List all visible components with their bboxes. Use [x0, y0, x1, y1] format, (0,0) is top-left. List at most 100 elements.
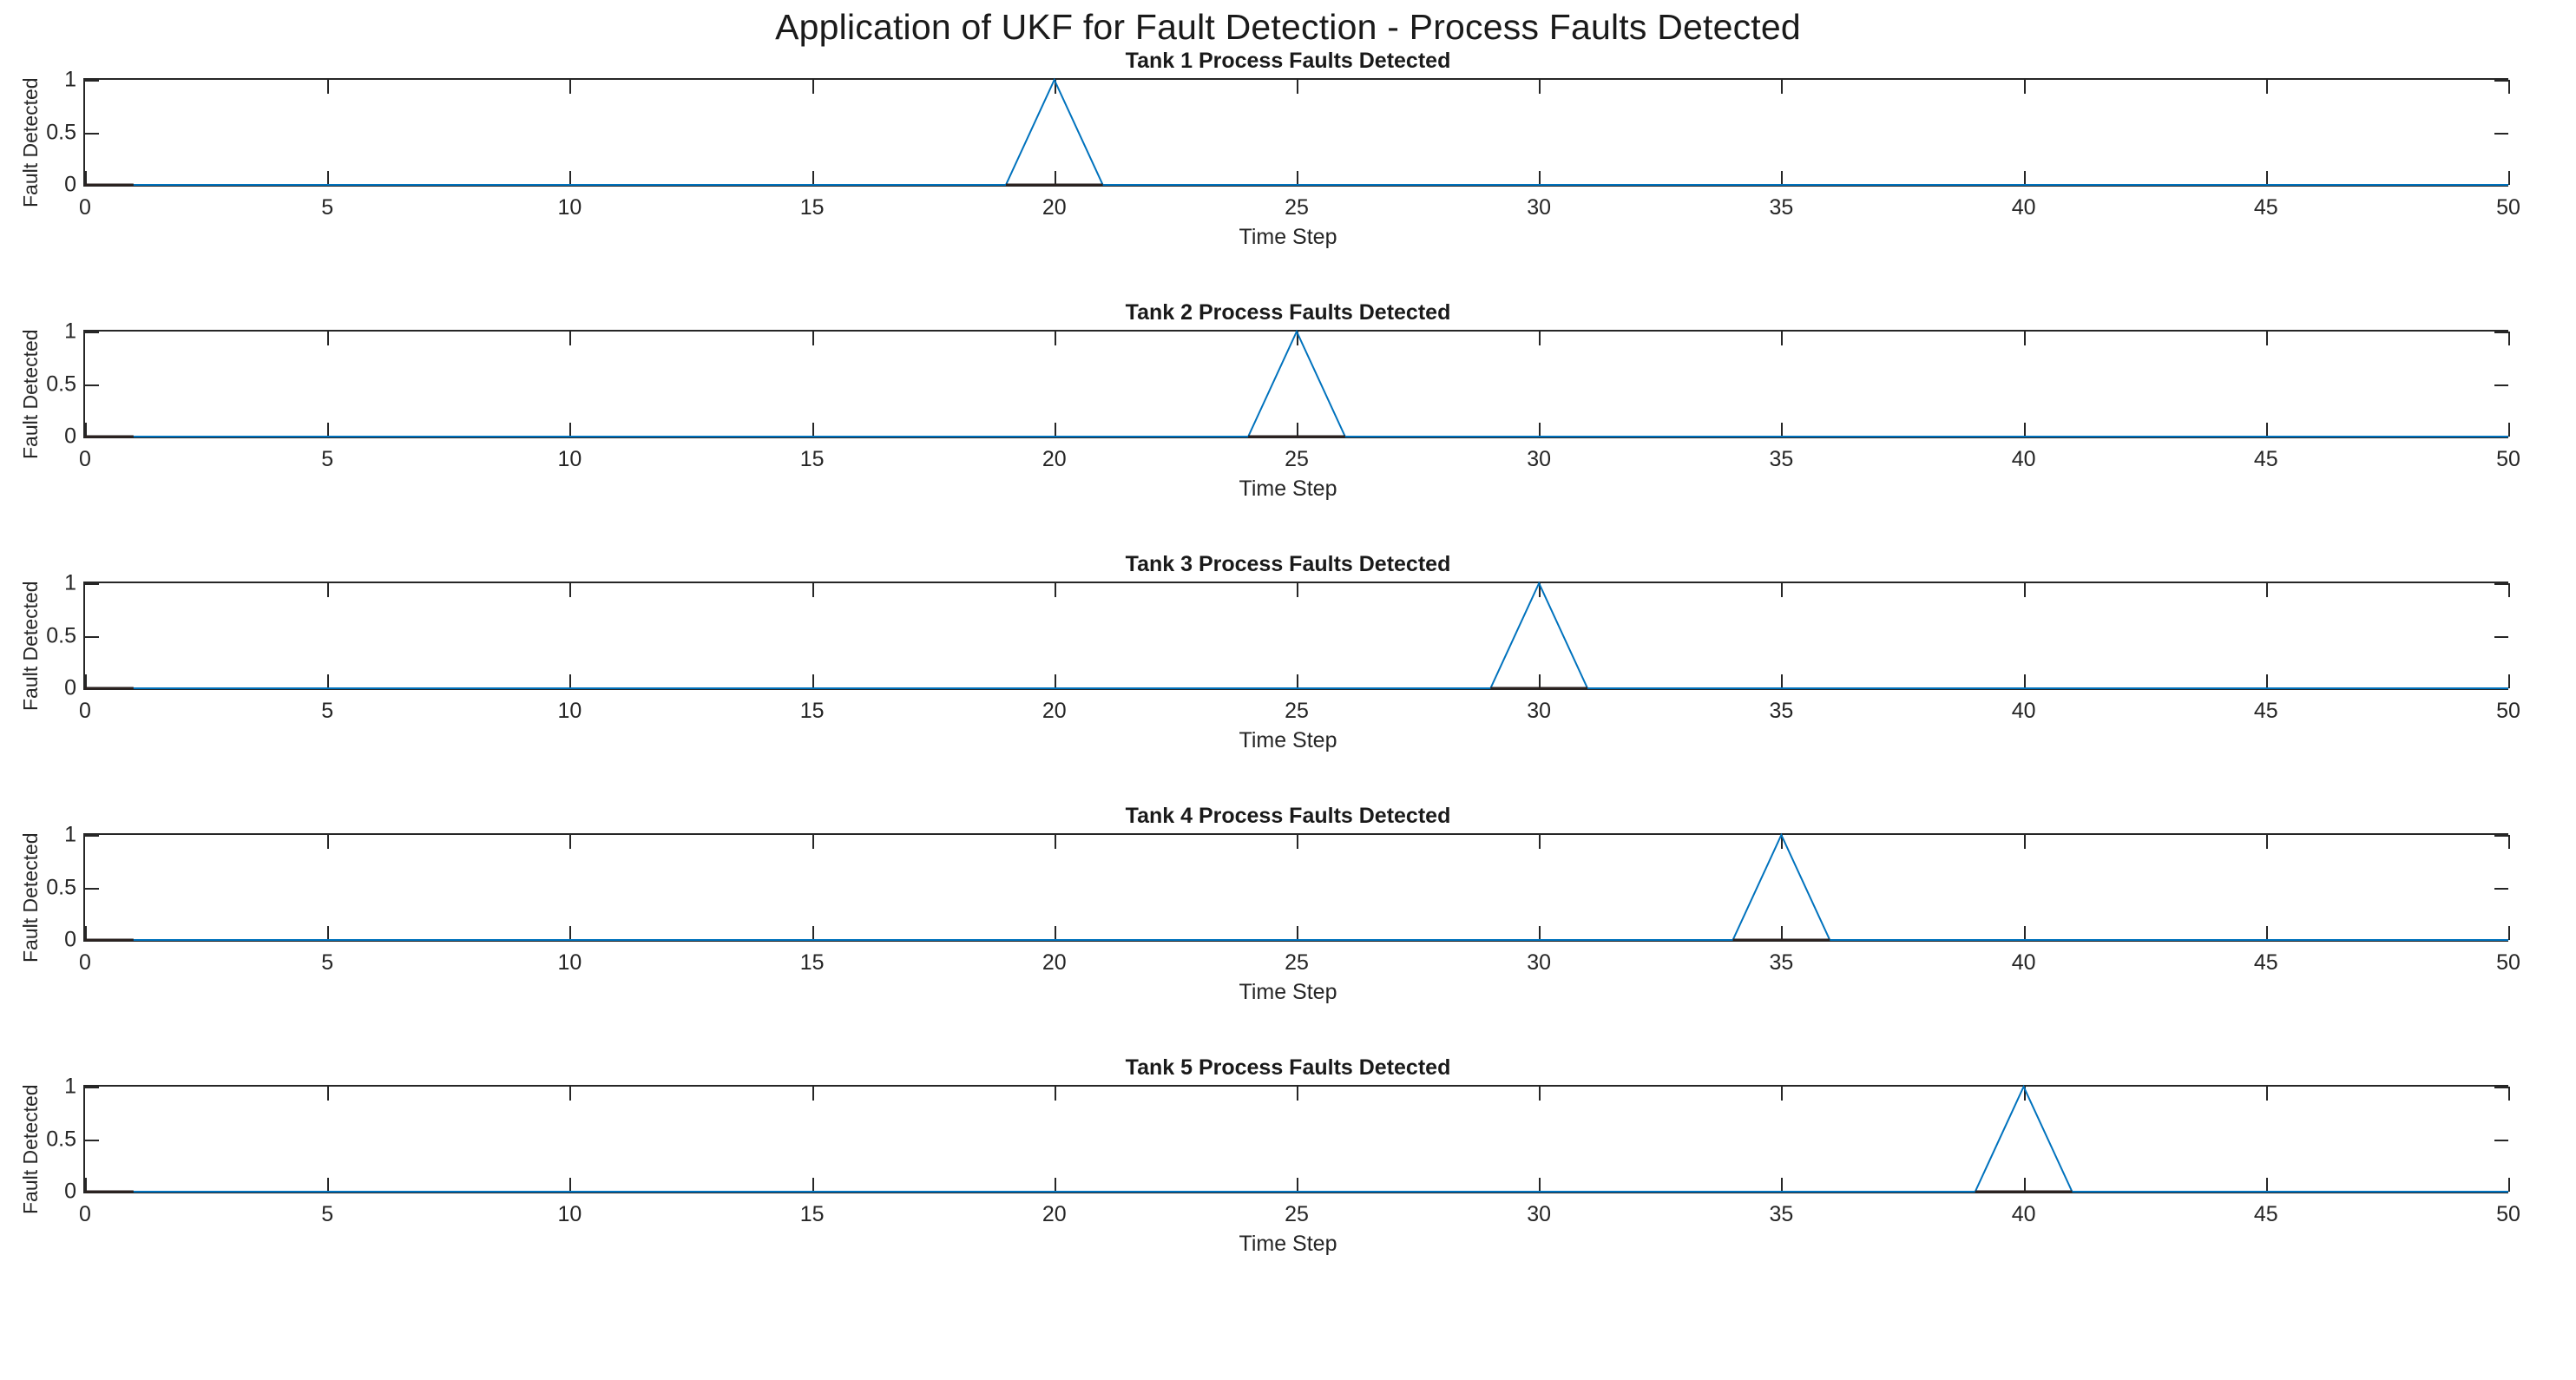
x-tick-label: 30 — [1527, 699, 1552, 723]
y-tick-label: 0 — [64, 172, 76, 197]
x-tick-mark — [1297, 1178, 1298, 1192]
x-tick-mark — [1539, 171, 1541, 185]
x-tick-mark-top — [1539, 80, 1541, 94]
x-tick-mark — [2508, 926, 2510, 940]
x-tick-mark — [1539, 926, 1541, 940]
x-tick-mark — [2023, 674, 2026, 688]
x-tick-label: 45 — [2253, 195, 2278, 220]
x-tick-label: 25 — [1285, 950, 1309, 975]
x-tick-mark-top — [1297, 80, 1298, 94]
y-tick-mark-right — [2494, 835, 2508, 837]
x-tick-label: 20 — [1042, 1202, 1067, 1226]
x-tick-mark-top — [2023, 1087, 2026, 1101]
x-tick-mark-top — [1539, 583, 1541, 597]
x-tick-label: 0 — [79, 195, 91, 220]
x-tick-mark — [85, 674, 87, 688]
x-tick-mark-top — [2265, 1087, 2268, 1101]
x-tick-mark — [812, 171, 814, 185]
x-tick-mark — [2508, 1178, 2510, 1192]
x-tick-mark-top — [327, 583, 330, 597]
x-tick-mark — [85, 926, 87, 940]
x-tick-mark — [569, 674, 572, 688]
x-tick-mark — [2508, 674, 2510, 688]
series-fault-flag — [85, 332, 2508, 437]
x-tick-mark — [1539, 423, 1541, 437]
subplot-title: Tank 3 Process Faults Detected — [1125, 552, 1451, 576]
x-tick-mark — [327, 926, 330, 940]
x-tick-label: 50 — [2496, 447, 2520, 471]
x-tick-mark-top — [2508, 332, 2510, 345]
x-tick-mark — [1781, 171, 1784, 185]
y-tick-mark-right — [2494, 1139, 2508, 1141]
x-tick-label: 30 — [1527, 447, 1552, 471]
x-axis-label: Time Step — [1239, 1232, 1337, 1256]
x-tick-mark-top — [2508, 583, 2510, 597]
x-tick-mark — [327, 171, 330, 185]
y-tick-mark-right — [2494, 132, 2508, 135]
x-tick-mark-top — [2023, 80, 2026, 94]
x-tick-label: 30 — [1527, 195, 1552, 220]
y-tick-mark-right — [2494, 80, 2508, 82]
x-tick-label: 20 — [1042, 699, 1067, 723]
y-tick-mark — [85, 835, 99, 837]
x-tick-label: 35 — [1769, 950, 1794, 975]
x-tick-label: 50 — [2496, 1202, 2520, 1226]
x-tick-mark — [1297, 423, 1298, 437]
x-tick-mark — [1781, 674, 1784, 688]
x-tick-mark — [2265, 423, 2268, 437]
x-tick-mark — [1539, 674, 1541, 688]
x-axis-label: Time Step — [1239, 728, 1337, 752]
subplot-title: Tank 1 Process Faults Detected — [1125, 49, 1451, 73]
x-axis-label: Time Step — [1239, 980, 1337, 1004]
y-tick-mark-right — [2494, 1087, 2508, 1088]
y-tick-mark-right — [2494, 583, 2508, 585]
y-tick-mark — [85, 583, 99, 585]
x-tick-mark — [1054, 171, 1056, 185]
x-tick-label: 25 — [1285, 447, 1309, 471]
x-tick-mark-top — [569, 583, 572, 597]
y-tick-mark — [85, 132, 99, 135]
y-tick-label: 0.5 — [46, 1127, 76, 1151]
y-tick-label: 1 — [64, 1074, 76, 1099]
x-tick-mark — [1781, 1178, 1784, 1192]
x-tick-mark — [2023, 926, 2026, 940]
x-tick-mark-top — [1297, 332, 1298, 345]
y-tick-mark — [85, 80, 99, 82]
x-tick-mark — [812, 423, 814, 437]
x-tick-mark-top — [1054, 1087, 1056, 1101]
x-tick-label: 20 — [1042, 950, 1067, 975]
x-tick-label: 50 — [2496, 950, 2520, 975]
x-tick-label: 25 — [1285, 1202, 1309, 1226]
x-tick-mark-top — [812, 835, 814, 849]
y-tick-label: 1 — [64, 570, 76, 595]
x-tick-mark-top — [569, 332, 572, 345]
x-tick-mark — [1781, 423, 1784, 437]
x-tick-label: 30 — [1527, 1202, 1552, 1226]
y-tick-label: 1 — [64, 67, 76, 92]
x-tick-mark — [85, 423, 87, 437]
x-tick-mark-top — [1054, 583, 1056, 597]
subplot-title: Tank 2 Process Faults Detected — [1125, 300, 1451, 325]
subplot-title: Tank 5 Process Faults Detected — [1125, 1055, 1451, 1080]
x-tick-label: 15 — [799, 1202, 825, 1226]
y-tick-label: 0 — [64, 675, 76, 700]
x-tick-mark — [2023, 423, 2026, 437]
x-tick-label: 45 — [2253, 447, 2278, 471]
x-tick-mark-top — [327, 835, 330, 849]
x-tick-label: 35 — [1769, 447, 1794, 471]
y-tick-mark — [85, 1139, 99, 1141]
y-tick-mark-right — [2494, 384, 2508, 386]
x-tick-mark-top — [1539, 332, 1541, 345]
series-fault-flag — [85, 835, 2508, 940]
series-fault-flag — [85, 583, 2508, 688]
x-tick-mark — [1539, 1178, 1541, 1192]
x-tick-label: 5 — [321, 447, 334, 471]
x-tick-mark-top — [2508, 835, 2510, 849]
x-tick-mark — [2265, 171, 2268, 185]
x-tick-label: 35 — [1769, 195, 1794, 220]
x-tick-mark-top — [569, 80, 572, 94]
x-tick-mark — [569, 1178, 572, 1192]
x-axis-label: Time Step — [1239, 476, 1337, 501]
y-tick-label: 1 — [64, 822, 76, 847]
